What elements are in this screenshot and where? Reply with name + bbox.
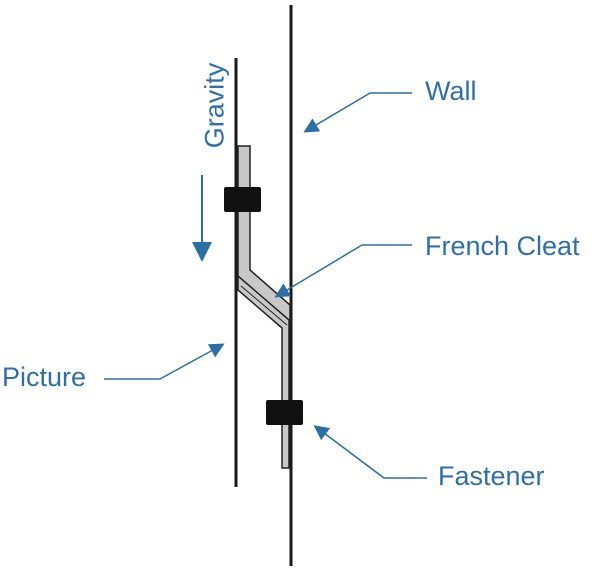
french-cleat-leader xyxy=(274,244,412,298)
upper-fastener xyxy=(224,187,261,212)
wall-cleat xyxy=(237,274,290,469)
wall-leader xyxy=(303,92,412,133)
wall-label: Wall xyxy=(425,76,477,106)
fastener-leader xyxy=(313,425,427,479)
gravity-label: Gravity xyxy=(199,62,230,149)
cleat-bevel-line xyxy=(240,285,288,326)
picture-leader xyxy=(104,343,225,380)
lower-fastener xyxy=(266,400,303,425)
picture-label: Picture xyxy=(2,362,87,392)
fastener-label: Fastener xyxy=(438,461,545,491)
french-cleat-label: French Cleat xyxy=(425,231,580,261)
